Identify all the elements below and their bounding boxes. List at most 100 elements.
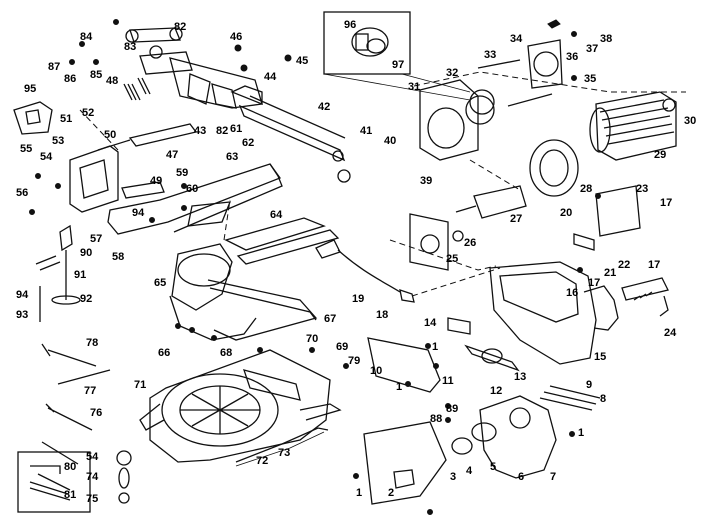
label-5: 5: [490, 461, 496, 473]
label-13: 13: [514, 371, 526, 383]
label-32: 32: [446, 67, 458, 79]
label-54: 54: [40, 151, 53, 163]
label-41: 41: [360, 125, 372, 137]
label-50: 50: [104, 129, 116, 141]
inset-box: [323, 11, 471, 101]
label-65: 65: [154, 277, 166, 289]
label-8: 8: [600, 393, 606, 405]
label-2: 2: [388, 487, 394, 499]
label-33: 33: [484, 49, 496, 61]
label-47: 47: [166, 149, 178, 161]
label-26: 26: [464, 237, 476, 249]
turntable: [139, 349, 342, 467]
label-42: 42: [318, 101, 330, 113]
label-7: 7: [550, 471, 556, 483]
label-96: 96: [344, 19, 356, 31]
label-60: 60: [186, 183, 198, 195]
label-82a: 82: [174, 21, 186, 33]
label-24: 24: [664, 327, 677, 339]
label-92: 92: [80, 293, 92, 305]
label-6: 6: [518, 471, 524, 483]
label-19: 19: [352, 293, 364, 305]
lower-guard: [363, 317, 601, 505]
label-91: 91: [74, 269, 86, 281]
label-70: 70: [306, 333, 318, 345]
label-75: 75: [86, 493, 98, 505]
label-63: 63: [226, 151, 238, 163]
power-cord: [315, 239, 415, 303]
label-15: 15: [594, 351, 606, 363]
label-48: 48: [106, 75, 118, 87]
label-22: 22: [618, 259, 630, 271]
label-10: 10: [370, 365, 382, 377]
rails: [97, 95, 351, 183]
label-21: 21: [604, 267, 616, 279]
label-59: 59: [176, 167, 188, 179]
label-3: 3: [450, 471, 456, 483]
label-93: 93: [16, 309, 28, 321]
label-85: 85: [90, 69, 102, 81]
label-46: 46: [230, 31, 242, 43]
label-44: 44: [264, 71, 277, 83]
label-12: 12: [490, 385, 502, 397]
label-14: 14: [424, 317, 437, 329]
label-78: 78: [86, 337, 98, 349]
label-84: 84: [80, 31, 93, 43]
label-53: 53: [52, 135, 64, 147]
label-90: 90: [80, 247, 92, 259]
label-31: 31: [408, 81, 420, 93]
label-76: 76: [90, 407, 102, 419]
label-37: 37: [586, 43, 598, 55]
label-72: 72: [256, 455, 268, 467]
label-62: 62: [242, 137, 254, 149]
label-38: 38: [600, 33, 612, 45]
handle: [489, 185, 669, 365]
label-25: 25: [446, 253, 458, 265]
saw-blade: [469, 19, 563, 115]
label-61: 61: [230, 123, 242, 135]
label-23: 23: [636, 183, 648, 195]
bolt: [29, 19, 601, 515]
label-9: 9: [586, 379, 592, 391]
label-51: 51: [60, 113, 72, 125]
small-parts: [17, 224, 132, 513]
label-88: 88: [430, 413, 442, 425]
label-79: 79: [348, 355, 360, 367]
dashed-outlines: [223, 71, 686, 297]
label-1d: 1: [356, 487, 362, 499]
label-54b: 54: [86, 451, 99, 463]
label-97: 97: [392, 59, 404, 71]
label-36: 36: [566, 51, 578, 63]
label-94a: 94: [132, 207, 145, 219]
label-80: 80: [64, 461, 76, 473]
label-49: 49: [150, 175, 162, 187]
label-69: 69: [336, 341, 348, 353]
label-30: 30: [684, 115, 696, 127]
label-16: 16: [566, 287, 578, 299]
label-83: 83: [124, 41, 136, 53]
label-17b: 17: [648, 259, 660, 271]
label-17a: 17: [588, 277, 600, 289]
label-74: 74: [86, 471, 99, 483]
label-11: 11: [442, 375, 454, 387]
label-87: 87: [48, 61, 60, 73]
label-56: 56: [16, 187, 28, 199]
label-1b: 1: [432, 341, 438, 353]
label-43: 43: [194, 125, 206, 137]
label-82b: 82: [216, 125, 228, 137]
label-39: 39: [420, 175, 432, 187]
label-20: 20: [560, 207, 572, 219]
label-40: 40: [384, 135, 396, 147]
label-45: 45: [296, 55, 308, 67]
label-18: 18: [376, 309, 388, 321]
label-86: 86: [64, 73, 76, 85]
label-73: 73: [278, 447, 290, 459]
label-35: 35: [584, 73, 596, 85]
label-1a: 1: [578, 427, 584, 439]
label-58: 58: [112, 251, 124, 263]
arm-casting: [69, 109, 283, 235]
label-55: 55: [20, 143, 32, 155]
label-94b: 94: [16, 289, 29, 301]
motor-housing: [409, 79, 677, 271]
